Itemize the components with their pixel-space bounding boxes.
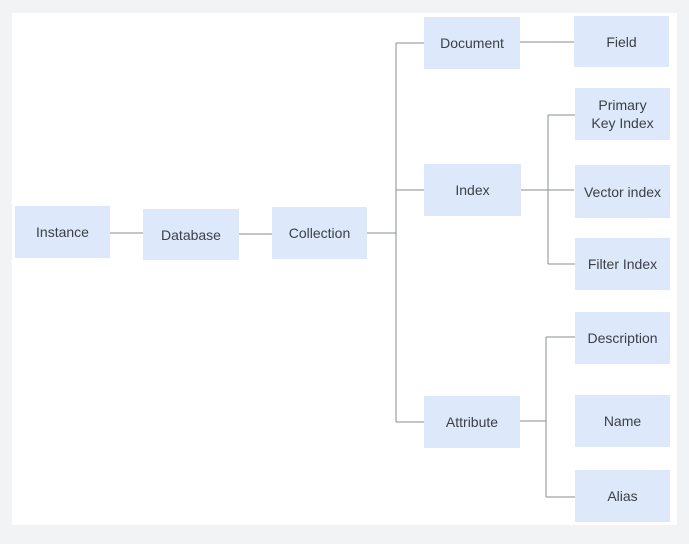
node-label: Collection	[288, 225, 351, 241]
node-collection: Collection	[272, 207, 367, 259]
node-label: Instance	[36, 224, 89, 240]
diagram-canvas	[12, 13, 677, 525]
node-vector-index: Vector index	[575, 165, 670, 218]
node-label: Document	[440, 35, 504, 51]
node-label: Alias	[607, 488, 638, 504]
node-label: Index	[455, 182, 490, 198]
node-alias: Alias	[575, 470, 670, 522]
node-label: Field	[606, 33, 637, 50]
node-database: Database	[143, 209, 239, 260]
node-instance: Instance	[15, 206, 110, 258]
node-label: Filter Index	[587, 256, 658, 272]
node-field: Field	[574, 16, 669, 67]
node-index: Index	[424, 164, 521, 216]
node-label: Vector index	[583, 183, 662, 200]
node-label: Description	[587, 330, 658, 346]
node-document: Document	[424, 17, 520, 69]
node-label: Database	[161, 226, 221, 243]
node-filter-index: Filter Index	[575, 238, 670, 290]
node-label: Attribute	[445, 414, 499, 430]
node-attribute: Attribute	[424, 396, 520, 448]
node-name: Name	[575, 395, 670, 447]
node-label: Name	[603, 413, 642, 429]
node-label: Primary Key Index	[591, 97, 654, 131]
node-description: Description	[575, 312, 670, 364]
node-primary-key-index: Primary Key Index	[575, 88, 670, 140]
